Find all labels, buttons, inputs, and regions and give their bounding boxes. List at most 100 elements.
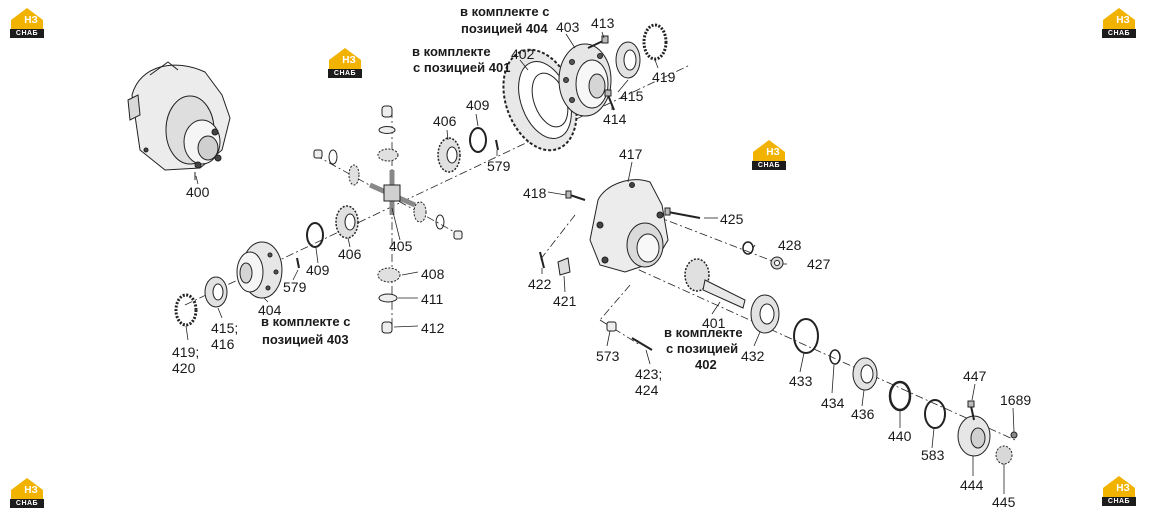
part-401-pinion [684, 258, 746, 309]
part-436-bearing [852, 357, 878, 391]
logo-subtext: СНАБ [1102, 497, 1136, 506]
logo-subtext: СНАБ [1102, 29, 1136, 38]
brand-logo: НЗ СНАБ [8, 476, 46, 510]
part-422-bolt [539, 251, 545, 269]
part-419-420-circlip [174, 293, 198, 327]
label-419-420-a: 419; [172, 344, 200, 360]
label-409-upper: 409 [466, 97, 490, 113]
label-436: 436 [851, 406, 875, 422]
brand-logo: НЗ СНАБ [8, 6, 46, 40]
part-418-bolt [565, 190, 586, 201]
part-447-bolt [967, 400, 975, 421]
part-421-plate [557, 257, 571, 276]
label-433: 433 [789, 373, 813, 389]
brand-logo: НЗ СНАБ [326, 46, 364, 80]
part-406-gear-upper [437, 137, 461, 173]
label-434: 434 [821, 395, 845, 411]
part-419-circlip [642, 23, 668, 61]
part-1689-plug [1010, 431, 1018, 439]
label-1689: 1689 [1000, 392, 1032, 408]
part-left-blocks [313, 149, 338, 165]
label-447: 447 [963, 368, 987, 384]
part-428-oring [742, 241, 754, 255]
logo-subtext: СНАБ [328, 69, 362, 78]
label-573: 573 [596, 348, 620, 364]
brand-logo: НЗ СНАБ [1100, 6, 1138, 40]
label-413: 413 [591, 15, 615, 31]
label-427: 427 [807, 256, 831, 272]
note-kit-403-line2: позицией 403 [262, 332, 349, 347]
part-413-bolt [587, 35, 609, 49]
logo-text: НЗ [24, 485, 38, 496]
label-412: 412 [421, 320, 445, 336]
part-411-washer [378, 293, 398, 303]
part-423-bolt [631, 337, 653, 351]
label-440: 440 [888, 428, 912, 444]
part-415-bearing [615, 41, 641, 79]
label-405: 405 [389, 238, 413, 254]
logo-subtext: СНАБ [752, 161, 786, 170]
leader-lines [185, 31, 1015, 494]
label-579-lower: 579 [283, 279, 307, 295]
part-573-dowel [606, 321, 617, 332]
label-406-lower: 406 [338, 246, 362, 262]
logo-text: НЗ [342, 55, 356, 66]
logo-text: НЗ [766, 147, 780, 158]
part-404-case-half [236, 241, 283, 299]
label-423-424-b: 424 [635, 382, 659, 398]
note-kit-402-line3: 402 [695, 357, 717, 372]
note-kit-403-line1: в комплекте с [261, 314, 351, 329]
logo-text: НЗ [1116, 483, 1130, 494]
part-415-416-bearing [204, 276, 228, 308]
note-kit-402-line2: с позицией [666, 341, 739, 356]
logo-subtext: СНАБ [10, 499, 44, 508]
part-408-pinion-bottom [377, 267, 401, 283]
label-415-416-b: 416 [211, 336, 235, 352]
brand-logo: НЗ СНАБ [750, 138, 788, 172]
label-415-416-a: 415; [211, 320, 239, 336]
part-579-pin-lower [296, 257, 300, 269]
brand-logo: НЗ СНАБ [1100, 474, 1138, 508]
label-417: 417 [619, 146, 643, 162]
part-417-carrier [589, 179, 669, 273]
label-404: 404 [258, 302, 282, 318]
label-402: 402 [511, 46, 535, 62]
part-top-block [378, 105, 396, 134]
label-401: 401 [702, 315, 726, 331]
label-411: 411 [421, 291, 444, 307]
part-right-blocks [435, 214, 463, 240]
part-444-flange [957, 415, 991, 457]
part-403-case-half [558, 43, 612, 117]
part-409-washer-lower [306, 222, 324, 248]
part-583-washer [924, 399, 946, 429]
label-408: 408 [421, 266, 445, 282]
part-408-pinion-top [377, 148, 399, 162]
label-445: 445 [992, 494, 1016, 510]
part-414-bolt [604, 89, 615, 111]
logo-text: НЗ [24, 15, 38, 26]
part-432-bearing [750, 294, 780, 334]
label-583: 583 [921, 447, 945, 463]
part-427-nut [770, 256, 784, 270]
part-445-nut [995, 445, 1013, 465]
part-440-seal [888, 380, 912, 412]
label-406-upper: 406 [433, 113, 457, 129]
label-579-upper: 579 [487, 158, 511, 174]
part-433-ring [793, 318, 819, 354]
note-kit-401-line2: с позицией 401 [413, 60, 511, 75]
part-409-washer-upper [469, 127, 487, 153]
label-425: 425 [720, 211, 744, 227]
part-408-pinion-right [413, 201, 427, 223]
logo-text: НЗ [1116, 15, 1130, 26]
note-kit-404-line2: позицией 404 [461, 21, 548, 36]
part-402-ring-gear [502, 48, 578, 152]
label-409-lower: 409 [306, 262, 330, 278]
label-423-424-a: 423; [635, 366, 663, 382]
label-421: 421 [553, 293, 577, 309]
part-405-spider [368, 170, 417, 215]
label-419-420-b: 420 [172, 360, 196, 376]
label-400: 400 [186, 184, 210, 200]
note-kit-404-line1: в комплекте с [460, 4, 550, 19]
